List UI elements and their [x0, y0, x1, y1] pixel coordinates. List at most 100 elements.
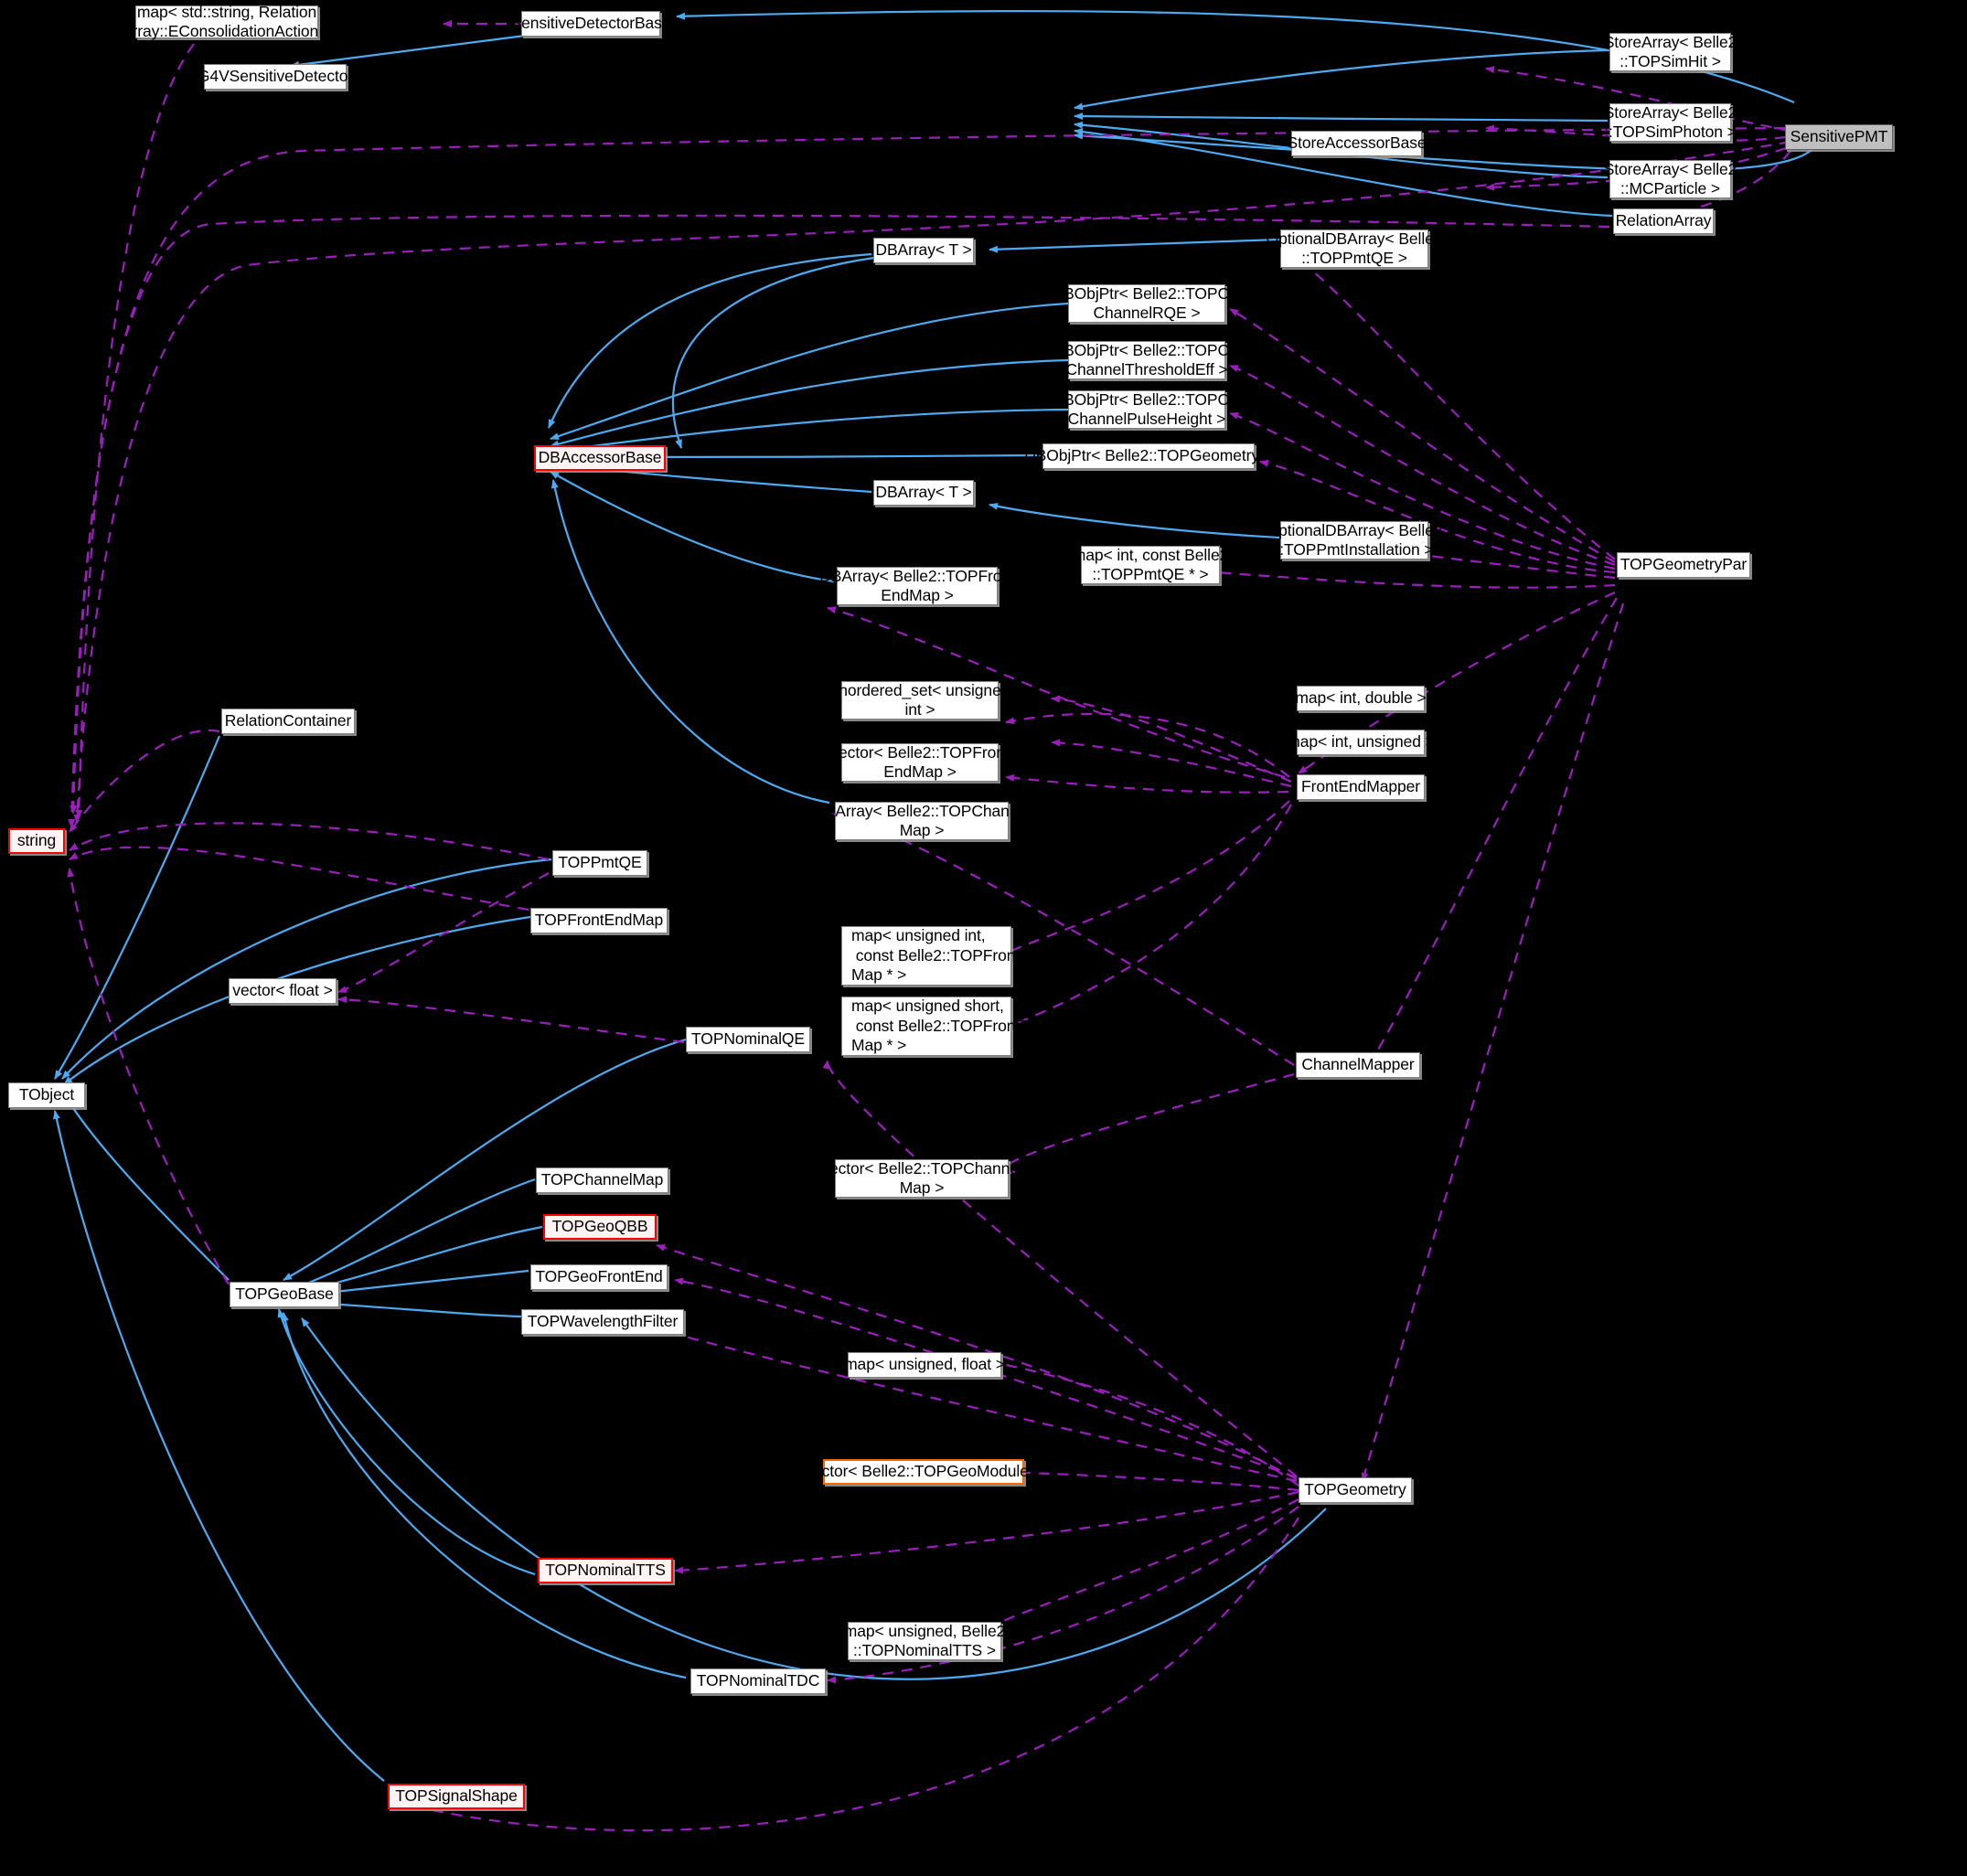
node-label: DBArray< T > — [875, 240, 972, 260]
node-map-unsigned-topnominaltts[interactable]: map< unsigned, Belle2 ::TOPNominalTTS > — [844, 1622, 1005, 1660]
node-vector-topgeomodule[interactable]: vector< Belle2::TOPGeoModule > — [805, 1459, 1042, 1485]
node-label: RelationContainer — [224, 711, 352, 730]
node-dbarray-topfrontendmap[interactable]: DBArray< Belle2::TOPFront EndMap > — [819, 567, 1015, 605]
node-label: DBArray< Belle2::TOPChannel Map > — [813, 801, 1031, 839]
node-label: ChannelMapper — [1301, 1055, 1415, 1074]
node-map-int-double[interactable]: map< int, double > — [1295, 686, 1427, 711]
node-label: vector< Belle2::TOPChannel Map > — [821, 1158, 1022, 1197]
node-map-int-unsigned[interactable]: map< int, unsigned > — [1287, 730, 1435, 755]
node-topnominaltdc[interactable]: TOPNominalTDC — [690, 1668, 826, 1694]
node-label: map< unsigned, float > — [844, 1355, 1005, 1374]
node-label: StoreArray< Belle2 ::TOPSimHit > — [1603, 32, 1737, 70]
node-label: SensitivePMT — [1790, 127, 1888, 146]
node-topgeofrontend[interactable]: TOPGeoFrontEnd — [530, 1264, 668, 1290]
node-topwavelengthfilter[interactable]: TOPWavelengthFilter — [521, 1309, 684, 1335]
node-label: DBArray< T > — [875, 483, 972, 502]
node-storearray-mcparticle[interactable]: StoreArray< Belle2 ::MCParticle > — [1604, 160, 1737, 198]
node-dbarray-topchannelmap[interactable]: DBArray< Belle2::TOPChannel Map > — [813, 802, 1031, 840]
node-topnominaltts[interactable]: TOPNominalTTS — [538, 1558, 673, 1583]
node-storearray-topsimphoton[interactable]: StoreArray< Belle2 ::TOPSimPhoton > — [1604, 103, 1737, 142]
node-vector-topchannelmap[interactable]: vector< Belle2::TOPChannel Map > — [821, 1159, 1022, 1198]
node-map-unsigned-int-topfrontendmap-ptr[interactable]: map< unsigned int, const Belle2::TOPFron… — [841, 926, 1048, 986]
node-optionaldbarray-toppmtinstallation[interactable]: OptionalDBArray< Belle2 ::TOPPmtInstalla… — [1267, 521, 1442, 560]
node-storeaccessorbase[interactable]: StoreAccessorBase — [1288, 131, 1427, 156]
node-label: TOPFrontEndMap — [534, 911, 664, 930]
node-dbarray-t-1[interactable]: DBArray< T > — [873, 238, 974, 263]
node-dbarray-t-2[interactable]: DBArray< T > — [873, 480, 974, 506]
node-label: TOPNominalTDC — [696, 1671, 820, 1690]
node-vector-float[interactable]: vector< float > — [229, 978, 337, 1004]
node-label: map< unsigned, Belle2 ::TOPNominalTTS > — [843, 1621, 1006, 1659]
node-topfrontendmap[interactable]: TOPFrontEndMap — [530, 908, 668, 933]
node-storearray-topsimhit[interactable]: StoreArray< Belle2 ::TOPSimHit > — [1604, 33, 1737, 71]
node-topgeometry[interactable]: TOPGeometry — [1299, 1477, 1412, 1503]
node-topchannelmap[interactable]: TOPChannelMap — [536, 1167, 668, 1193]
node-label: G4VSensitiveDetector — [197, 67, 354, 86]
node-label: map< std::string, Relation Array::EConso… — [121, 2, 333, 40]
node-sensitivepmt[interactable]: SensitivePMT — [1785, 124, 1893, 150]
node-label: map< unsigned short, const Belle2::TOPFr… — [851, 997, 1048, 1055]
node-label: DBObjPtr< Belle2::TOPCal ChannelPulseHei… — [1052, 389, 1242, 428]
node-relationcontainer[interactable]: RelationContainer — [221, 709, 355, 734]
node-map-int-toppmtqe-ptr[interactable]: map< int, const Belle2 ::TOPPmtQE * > — [1073, 546, 1228, 584]
node-label: vector< float > — [232, 981, 333, 1000]
node-topnominalqe[interactable]: TOPNominalQE — [686, 1027, 810, 1052]
node-label: DBAccessorBase — [538, 448, 662, 467]
node-label: TObject — [18, 1085, 75, 1104]
node-vector-topfrontendmap[interactable]: vector< Belle2::TOPFront EndMap > — [830, 743, 1010, 782]
node-sensitivedetectorbase[interactable]: SensitiveDetectorBase — [511, 11, 671, 37]
node-map-unsigned-short-topfrontendmap-ptr[interactable]: map< unsigned short, const Belle2::TOPFr… — [841, 997, 1048, 1056]
node-label: map< int, unsigned > — [1287, 732, 1435, 751]
node-label: RelationArray — [1615, 211, 1712, 230]
node-label: StoreArray< Belle2 ::TOPSimPhoton > — [1603, 102, 1737, 141]
node-label: map< unsigned int, const Belle2::TOPFron… — [851, 926, 1048, 985]
node-label: string — [16, 831, 57, 850]
node-label: OptionalDBArray< Belle2 ::TOPPmtQE > — [1266, 229, 1443, 267]
node-label: DBArray< Belle2::TOPFront EndMap > — [819, 566, 1015, 604]
node-label: map< int, const Belle2 ::TOPPmtQE * > — [1072, 545, 1229, 583]
node-relationarray[interactable]: RelationArray — [1613, 208, 1714, 234]
node-topgeometrypar[interactable]: TOPGeometryPar — [1617, 552, 1750, 578]
node-label: DBObjPtr< Belle2::TOPGeometry > — [1024, 446, 1273, 465]
node-label: DBObjPtr< Belle2::TOPCal ChannelRQE > — [1052, 283, 1242, 322]
node-unordered-set-unsigned-int[interactable]: unordered_set< unsigned int > — [830, 681, 1010, 719]
node-toppmtqe[interactable]: TOPPmtQE — [552, 850, 647, 876]
node-dbobjptr-topgeometry[interactable]: DBObjPtr< Belle2::TOPGeometry > — [1024, 443, 1273, 469]
node-label: TOPGeoBase — [235, 1284, 334, 1304]
node-frontendmapper[interactable]: FrontEndMapper — [1297, 774, 1425, 800]
node-label: TOPPmtQE — [558, 853, 642, 872]
node-tobject[interactable]: TObject — [8, 1082, 85, 1108]
node-dbobjptr-topcalchannelrqe[interactable]: DBObjPtr< Belle2::TOPCal ChannelRQE > — [1053, 284, 1242, 323]
node-label: vector< Belle2::TOPFront EndMap > — [830, 742, 1010, 781]
node-channelmapper[interactable]: ChannelMapper — [1296, 1052, 1420, 1078]
node-label: StoreAccessorBase — [1287, 133, 1427, 153]
node-label: TOPChannelMap — [540, 1170, 664, 1189]
node-label: TOPGeoQBB — [551, 1217, 648, 1236]
node-label: map< int, double > — [1295, 688, 1427, 708]
node-map-string-econsolidationaction[interactable]: map< std::string, Relation Array::EConso… — [122, 3, 332, 40]
node-label: TOPWavelengthFilter — [527, 1312, 679, 1331]
node-label: TOPGeoFrontEnd — [535, 1267, 663, 1286]
node-label: OptionalDBArray< Belle2 ::TOPPmtInstalla… — [1266, 520, 1443, 559]
node-topgeobase[interactable]: TOPGeoBase — [230, 1282, 339, 1307]
node-label: TOPNominalTTS — [545, 1561, 666, 1580]
node-dbobjptr-topcalchannelpulseheight[interactable]: DBObjPtr< Belle2::TOPCal ChannelPulseHei… — [1053, 390, 1242, 429]
node-label: DBObjPtr< Belle2::TOPCal ChannelThreshol… — [1052, 340, 1242, 378]
node-dbaccessorbase[interactable]: DBAccessorBase — [534, 445, 666, 471]
node-optionaldbarray-toppmtqe[interactable]: OptionalDBArray< Belle2 ::TOPPmtQE > — [1267, 229, 1442, 268]
node-label: TOPNominalQE — [691, 1029, 805, 1049]
node-label: SensitiveDetectorBase — [510, 14, 671, 33]
node-topsignalshape[interactable]: TOPSignalShape — [388, 1784, 525, 1809]
node-label: vector< Belle2::TOPGeoModule > — [805, 1462, 1042, 1481]
node-dbobjptr-topcalchannelthresholdeff[interactable]: DBObjPtr< Belle2::TOPCal ChannelThreshol… — [1053, 341, 1242, 379]
node-label: TOPGeometryPar — [1620, 555, 1748, 574]
node-topgeoqbb[interactable]: TOPGeoQBB — [543, 1214, 657, 1240]
node-label: TOPGeometry — [1304, 1480, 1406, 1499]
node-string[interactable]: string — [8, 828, 65, 854]
node-label: StoreArray< Belle2 ::MCParticle > — [1603, 159, 1737, 197]
node-label: TOPSignalShape — [395, 1786, 518, 1806]
node-label: unordered_set< unsigned int > — [829, 680, 1010, 719]
node-g4vsensitivedetector[interactable]: G4VSensitiveDetector — [198, 64, 353, 90]
node-map-unsigned-float[interactable]: map< unsigned, float > — [844, 1352, 1005, 1378]
